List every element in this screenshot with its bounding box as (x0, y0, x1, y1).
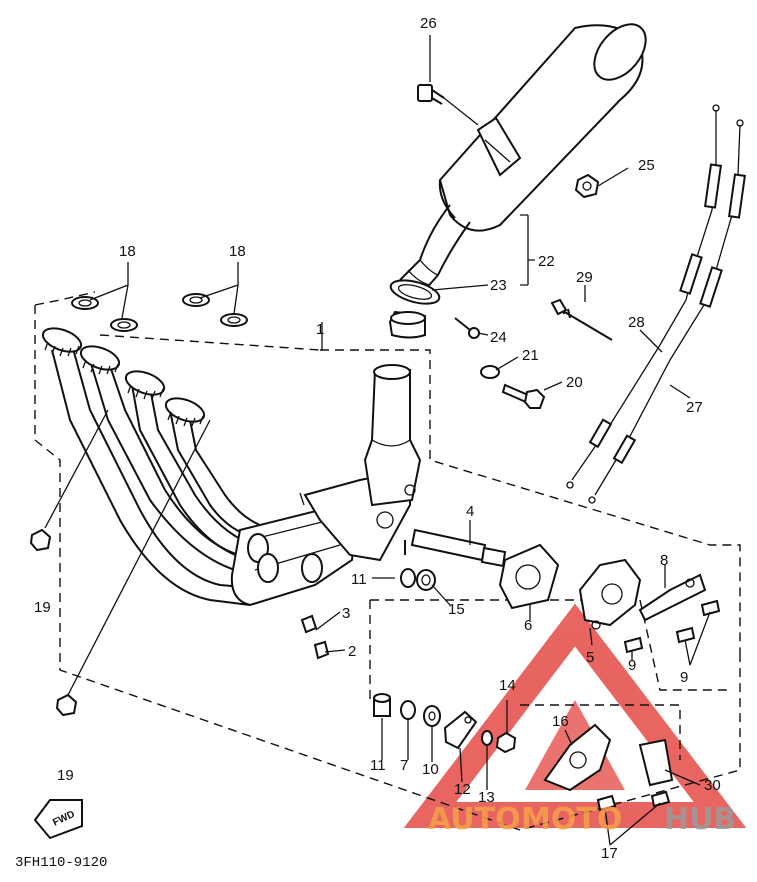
callout-numbers: 26 25 22 23 24 21 20 29 28 27 1 18 18 19… (34, 15, 721, 862)
bolt-24 (454, 317, 480, 339)
nut-19 (29, 528, 78, 717)
screw-9 (623, 599, 721, 654)
bolt-20 (501, 383, 546, 409)
screw-17 (596, 790, 671, 812)
diagram-code: 3FH110-9120 (15, 855, 107, 871)
watermark-part1: AUTO (428, 802, 521, 837)
callout-18b: 18 (229, 243, 246, 260)
callout-12: 12 (454, 781, 471, 798)
callout-7: 7 (400, 757, 408, 774)
washer-10 (423, 705, 441, 727)
lever-12 (443, 710, 478, 750)
bolt-26 (417, 84, 479, 126)
callout-9a: 9 (628, 657, 636, 674)
cover-30 (638, 738, 674, 787)
callout-27: 27 (686, 399, 703, 416)
bolt-2 (313, 640, 330, 660)
ring-7 (400, 700, 416, 720)
leader-lines (44, 35, 711, 846)
callout-19b: 19 (57, 767, 74, 784)
callout-20: 20 (566, 374, 583, 391)
callout-3: 3 (342, 605, 350, 622)
callout-23: 23 (490, 277, 507, 294)
washer-13 (481, 730, 493, 746)
pulley-5 (578, 558, 642, 630)
washer-21 (480, 365, 500, 379)
gasket-23 (388, 310, 426, 339)
callout-30: 30 (704, 777, 721, 794)
cover-16 (543, 723, 612, 792)
callout-11b: 11 (370, 757, 386, 774)
bolt-3 (300, 614, 318, 634)
watermark-part2: MOTO (521, 802, 622, 837)
callout-6: 6 (524, 617, 532, 634)
callout-29: 29 (576, 269, 593, 286)
callout-16: 16 (552, 713, 569, 730)
callout-26: 26 (420, 15, 437, 32)
callout-18a: 18 (119, 243, 136, 260)
lever-8 (638, 573, 707, 622)
watermark-text: AUTO MOTO HUB (428, 802, 736, 837)
watermark-part3: HUB (664, 802, 736, 837)
nut-14 (495, 731, 517, 754)
bushing-11-lower (373, 693, 391, 717)
exhaust-headers (41, 327, 422, 607)
valve-shaft-4 (404, 528, 507, 568)
nut-25 (574, 173, 600, 199)
seal-15 (416, 569, 436, 591)
callout-24: 24 (490, 329, 507, 346)
callout-11a: 11 (351, 571, 367, 588)
callout-17: 17 (601, 845, 618, 862)
callout-8: 8 (660, 552, 668, 569)
callout-5: 5 (586, 649, 594, 666)
cover-plate-6 (498, 543, 560, 610)
callout-22: 22 (538, 253, 555, 270)
callout-19a: 19 (34, 599, 51, 616)
callout-10: 10 (422, 761, 439, 778)
callout-21: 21 (522, 347, 539, 364)
callout-9b: 9 (680, 669, 688, 686)
muffler (389, 23, 647, 305)
callout-1: 1 (316, 321, 324, 338)
throttle-cables (566, 104, 747, 504)
gasket-18 (71, 293, 248, 332)
callout-25: 25 (638, 157, 655, 174)
fwd-arrow-icon: FWD (33, 799, 83, 840)
bolt-29 (550, 298, 613, 341)
callout-4: 4 (466, 503, 474, 520)
callout-13: 13 (478, 789, 495, 806)
callout-15: 15 (448, 601, 465, 618)
bushing-11 (400, 568, 416, 588)
callout-14: 14 (499, 677, 516, 694)
callout-28: 28 (628, 314, 645, 331)
callout-2: 2 (348, 643, 356, 660)
assembly-outline (34, 291, 741, 831)
